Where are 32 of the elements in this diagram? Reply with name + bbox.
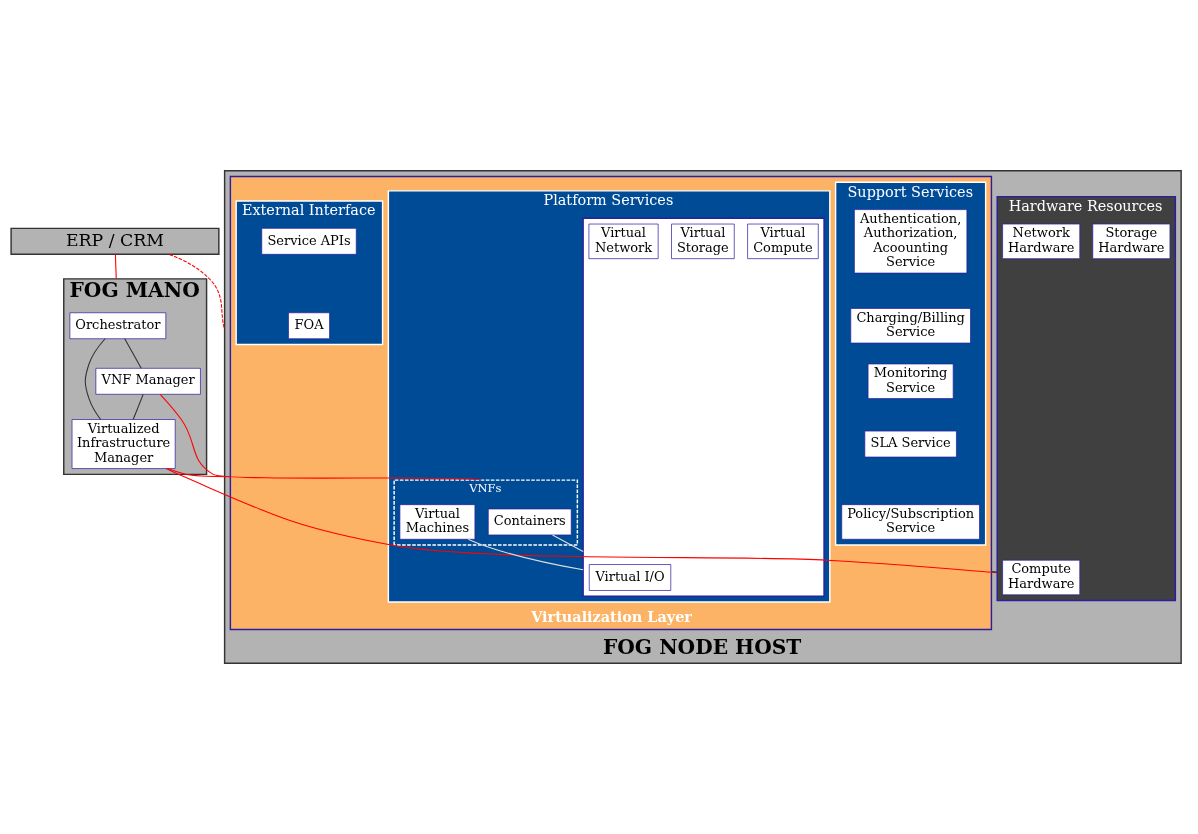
node-box: Authentication, Authorization, Acoounting Service: [854, 209, 968, 274]
node-box: SLA Service: [864, 430, 957, 458]
connector: [165, 468, 998, 574]
node-box: Network Hardware: [1002, 223, 1081, 260]
node-box: Storage Hardware: [1092, 223, 1171, 260]
connector: [467, 538, 584, 571]
node-box: Virtual Network: [588, 223, 659, 260]
node-box: FOA: [288, 312, 330, 340]
node-box: Orchestrator: [69, 312, 167, 340]
connector: [167, 468, 231, 478]
connector: [551, 534, 584, 552]
node-box: Virtual Storage: [671, 223, 735, 260]
node-box: Monitoring Service: [867, 363, 954, 399]
node-box: ERP / CRM: [10, 227, 220, 256]
node-box: Virtualized Infrastructure Manager: [71, 419, 176, 469]
node-box: Virtual Machines: [399, 504, 476, 540]
connector: [132, 393, 144, 420]
node-box: VNF Manager: [95, 367, 201, 395]
node-box: Containers: [487, 508, 572, 536]
node-box: Virtual I/O: [588, 564, 672, 591]
node-box: Compute Hardware: [1002, 559, 1081, 596]
connector: [159, 393, 482, 481]
connector: [990, 570, 998, 573]
connector: [114, 254, 117, 280]
node-box: Charging/Billing Service: [850, 308, 971, 344]
node-box: Service APIs: [261, 228, 357, 255]
node-box: Policy/Subscription Service: [841, 504, 980, 540]
connector: [168, 253, 226, 330]
node-box: Virtual Compute: [747, 223, 819, 260]
connector: [84, 338, 106, 421]
cluster: [582, 217, 825, 597]
connector: [124, 338, 142, 369]
